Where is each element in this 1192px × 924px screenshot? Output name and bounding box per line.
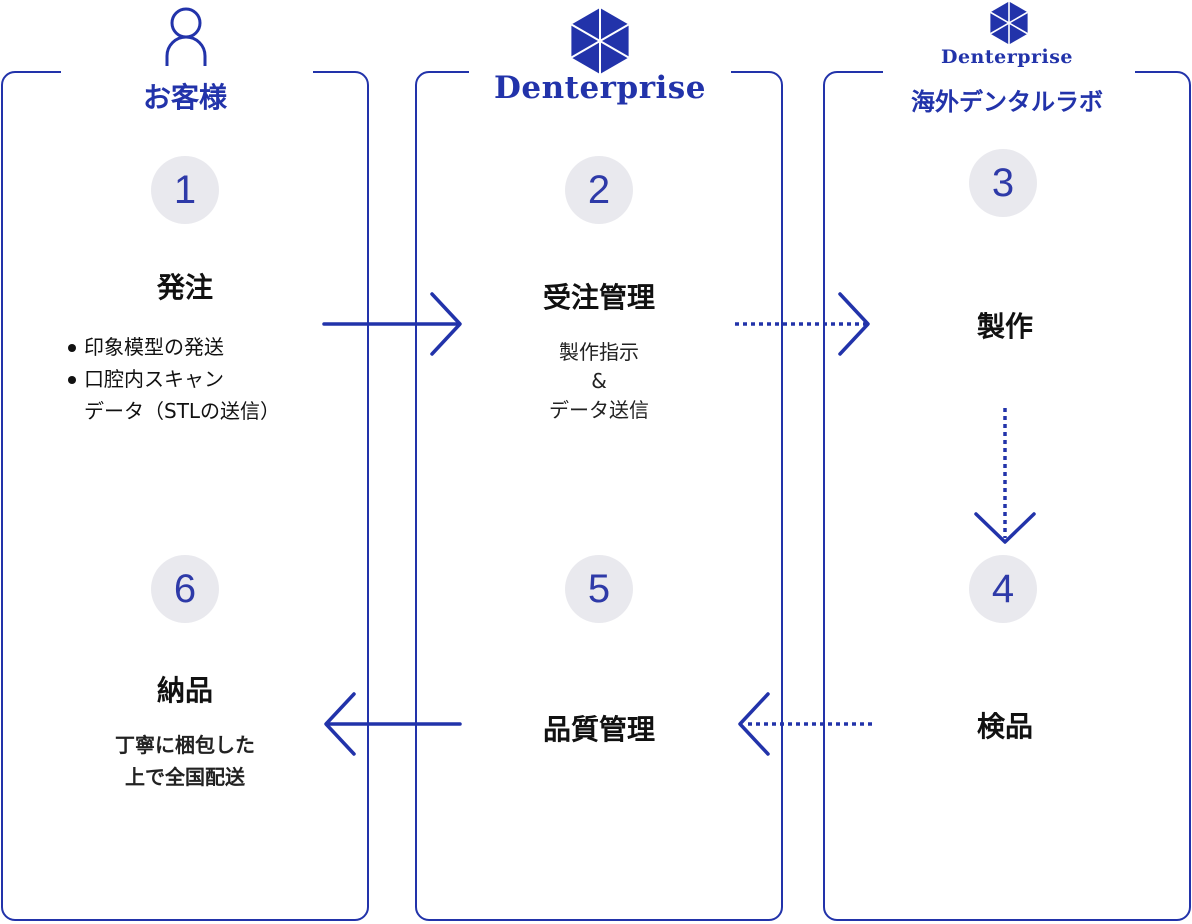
arrow-management-to-production bbox=[735, 292, 870, 356]
step-title-inspection: 検品 bbox=[976, 710, 1033, 743]
step-number-2: 2 bbox=[565, 156, 633, 224]
person-icon bbox=[165, 7, 207, 66]
column-title-overseas-lab: 海外デンタルラボ bbox=[911, 88, 1103, 116]
list-item-continuation: データ（STLの送信） bbox=[84, 399, 281, 423]
arrow-inspection-to-quality bbox=[738, 692, 872, 756]
column-overseas-lab bbox=[823, 69, 1191, 921]
step-title-order-management: 受注管理 bbox=[542, 281, 655, 314]
column-customer bbox=[1, 69, 369, 921]
step-number-1: 1 bbox=[151, 156, 219, 224]
column-title-denterprise: Denterprise bbox=[494, 70, 706, 106]
desc-line: 上で全国配送 bbox=[125, 765, 245, 789]
desc-line: 製作指示 bbox=[559, 340, 639, 364]
arrow-production-to-inspection bbox=[974, 408, 1036, 544]
list-item: 印象模型の発送 bbox=[68, 331, 280, 363]
denterprise-logo-icon bbox=[989, 1, 1029, 45]
step-title-quality-control: 品質管理 bbox=[542, 713, 655, 746]
step-2-description: 製作指示 & データ送信 bbox=[474, 336, 724, 426]
arrow-order-to-management bbox=[322, 292, 462, 356]
desc-line: 丁寧に梱包した bbox=[115, 733, 255, 757]
step-number-3: 3 bbox=[969, 149, 1037, 217]
step-1-bullet-list: 印象模型の発送 口腔内スキャン データ（STLの送信） bbox=[68, 331, 280, 427]
step-number-6: 6 bbox=[151, 555, 219, 623]
denterprise-logo-icon bbox=[570, 8, 630, 74]
column-title-customer: お客様 bbox=[142, 81, 227, 114]
step-number-4: 4 bbox=[969, 555, 1037, 623]
step-title-order: 発注 bbox=[156, 271, 213, 304]
step-title-delivery: 納品 bbox=[156, 674, 213, 707]
arrow-quality-to-delivery bbox=[324, 692, 462, 756]
step-title-production: 製作 bbox=[976, 310, 1033, 343]
brand-wordmark-small: Denterprise bbox=[940, 46, 1074, 68]
step-number-5: 5 bbox=[565, 555, 633, 623]
list-item: 口腔内スキャン bbox=[68, 363, 280, 395]
desc-line: & bbox=[591, 369, 607, 393]
step-6-description: 丁寧に梱包した 上で全国配送 bbox=[85, 729, 285, 793]
desc-line: データ送信 bbox=[549, 398, 649, 422]
